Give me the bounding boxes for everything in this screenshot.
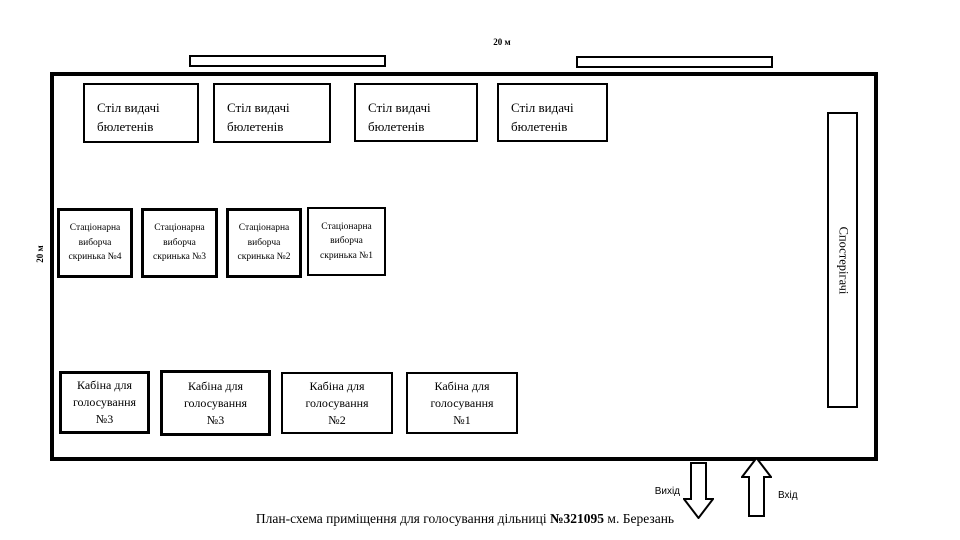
station-number: №321095	[549, 511, 605, 526]
top-wall-window-left	[189, 55, 386, 67]
left-dimension-label: 20 м	[35, 245, 45, 263]
caption-text-suffix: м. Березань	[604, 511, 675, 526]
top-dimension-label: 20 м	[493, 37, 511, 47]
voting-booth-1: Кабіна для голосування №1	[406, 372, 518, 434]
exit-label: Вихід	[654, 486, 680, 497]
observers-label: Спостерігачі	[836, 226, 850, 294]
exit-arrow-icon	[683, 462, 714, 519]
ballot-issue-table-3: Стіл видачі бюлетенів	[354, 83, 478, 142]
diagram-caption: План-схема приміщення для голосування ді…	[165, 511, 765, 527]
stationary-ballot-box-1: Стаціонарна виборча скринька №1	[307, 207, 386, 276]
observers-area: Спостерігачі	[827, 112, 858, 408]
top-wall-window-right	[576, 56, 773, 68]
stationary-ballot-box-4: Стаціонарна виборча скринька №4	[57, 208, 133, 278]
stationary-ballot-box-3: Стаціонарна виборча скринька №3	[141, 208, 218, 278]
voting-booth-3b: Кабіна для голосування №3	[160, 370, 271, 436]
caption-text-prefix: План-схема приміщення для голосування ді…	[255, 511, 550, 526]
ballot-issue-table-4: Стіл видачі бюлетенів	[497, 83, 608, 142]
voting-booth-2: Кабіна для голосування №2	[281, 372, 393, 434]
ballot-issue-table-1: Стіл видачі бюлетенів	[83, 83, 199, 143]
ballot-issue-table-2: Стіл видачі бюлетенів	[213, 83, 331, 143]
stationary-ballot-box-2: Стаціонарна виборча скринька №2	[226, 208, 302, 278]
voting-booth-3a: Кабіна для голосування №3	[59, 371, 150, 434]
entrance-label: Вхід	[778, 490, 798, 501]
entrance-arrow-icon	[741, 457, 772, 517]
polling-room-outline	[50, 72, 878, 461]
